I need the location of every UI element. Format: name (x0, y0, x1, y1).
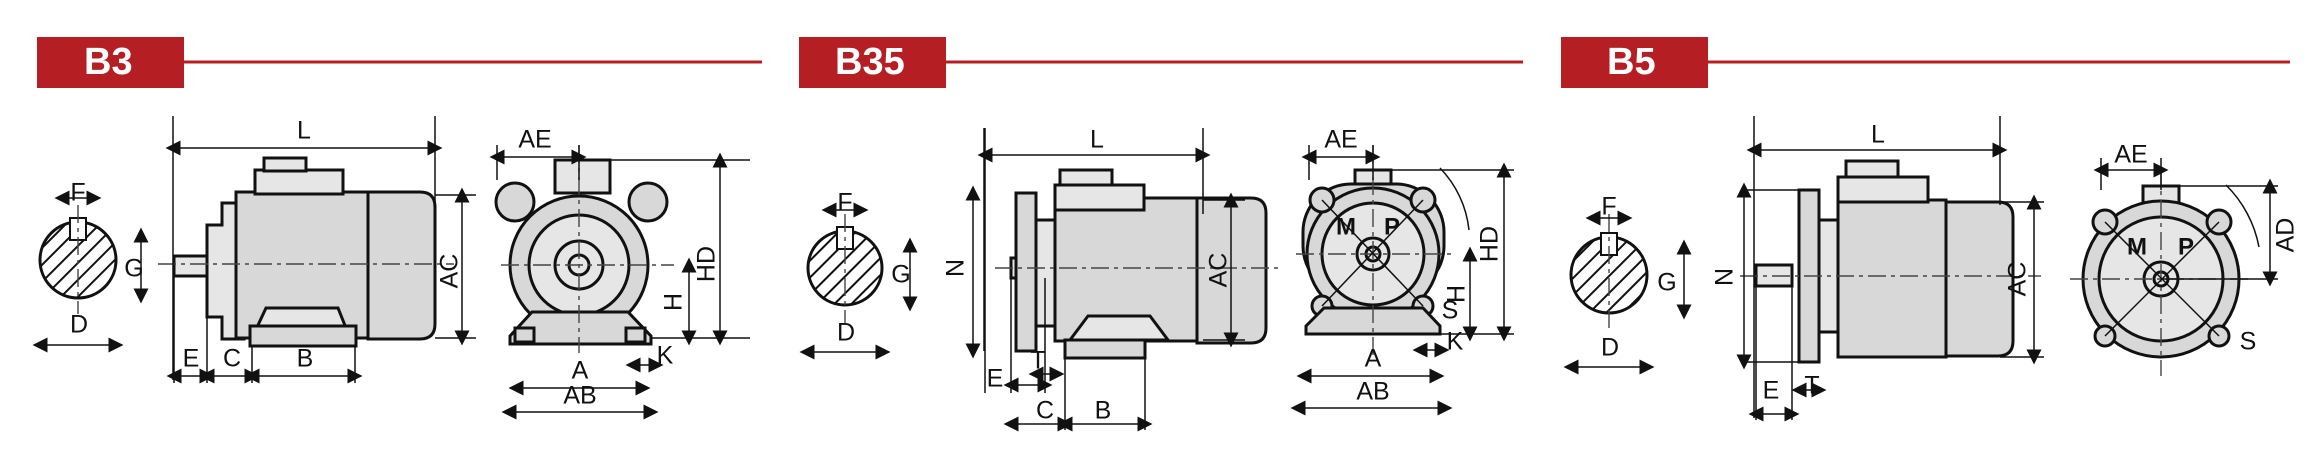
b35-terminal-cap (1058, 168, 1114, 187)
b35-flange (1014, 191, 1038, 353)
b3-shaft-section: F G D (32, 179, 149, 353)
b3-side-view: L AC E C B (158, 116, 476, 384)
b35-terminal-box (1053, 183, 1146, 212)
b35-label-h: H (1443, 285, 1471, 303)
b35-side-view: N L AC E T C B (942, 126, 1282, 432)
b3-label-ab: AB (563, 382, 596, 410)
b35-label-ac: AC (1205, 253, 1233, 288)
b3-label-ae: AE (518, 126, 551, 154)
b5-shaft-section: F G D (1563, 193, 1692, 375)
b3-label-b: B (297, 345, 314, 373)
b35-label-hd: HD (1476, 226, 1504, 262)
b3-badge (37, 37, 184, 88)
b3-label-c: C (223, 345, 241, 373)
b3-front-feet (508, 310, 653, 346)
b5-terminal-cap (1844, 159, 1900, 179)
b5-front-view: M P S AE AD (2070, 141, 2300, 376)
b35-label-t: T (1030, 347, 1045, 375)
b35-label-l: L (1090, 126, 1104, 154)
b3-label-hd: HD (693, 246, 721, 282)
b35-label-d: D (837, 319, 855, 347)
b3-left-lifting-eye (494, 181, 536, 223)
b35-label-p: P (1384, 213, 1400, 240)
b5-label-s: S (2240, 328, 2257, 356)
b3-label-g: G (124, 255, 143, 283)
b35-badge (799, 37, 946, 88)
b3-label-k: K (657, 342, 674, 370)
b35-foot (1067, 314, 1171, 342)
b5-badge (1561, 37, 1708, 88)
b3-front-terminal-box (553, 158, 612, 195)
b5-label-p: P (2178, 233, 2194, 260)
b3-fan-cover (366, 190, 437, 341)
b5-label-ad: AD (2272, 218, 2300, 253)
b35-label-c: C (1036, 397, 1054, 425)
b35-label-e: E (987, 365, 1004, 393)
b35-foot-base (1063, 338, 1147, 360)
b3-section: B3 F G D L (32, 37, 762, 420)
b5-label-d: D (1601, 334, 1619, 362)
b5-side-view: L N AC E T (1711, 116, 2044, 422)
b3-label-d: D (70, 311, 88, 339)
b5-label-ac: AC (2004, 262, 2032, 297)
b35-shaft-section: F G D (799, 189, 918, 360)
b3-terminal-cap (262, 156, 308, 173)
b5-label-m: M (2127, 233, 2147, 260)
b35-badge-label: B35 (835, 41, 905, 83)
b3-front-right-foot-hole (624, 326, 647, 344)
b35-label-ab: AB (1356, 378, 1389, 406)
b3-terminal-box (253, 168, 345, 196)
b3-shaft (172, 254, 209, 278)
b35-front-hub (1355, 236, 1391, 272)
b3-label-ac: AC (436, 254, 464, 289)
b3-label-l: L (297, 117, 311, 145)
b5-section: B5 F G D L (1561, 37, 2300, 422)
b3-label-h: H (660, 293, 688, 311)
b35-front-view: M P AE HD H S A AB K (1290, 126, 1514, 416)
b3-front-left-foot-hole (513, 326, 536, 344)
b3-badge-label: B3 (84, 41, 133, 83)
b3-label-a: A (572, 357, 589, 385)
b5-label-g: G (1657, 269, 1676, 297)
b35-label-m: M (1336, 213, 1356, 240)
b5-label-f: F (1601, 193, 1616, 221)
b35-pitch-arc (1439, 167, 1470, 231)
b35-label-k: K (1447, 328, 1464, 356)
b35-pitch-line-b (1321, 199, 1424, 307)
b35-label-g: G (891, 261, 910, 289)
b3-foot-base (248, 324, 358, 348)
b5-stator-body (1836, 198, 1948, 359)
b5-terminal-box (1836, 175, 1930, 204)
b5-label-t: T (1804, 372, 1819, 400)
b5-badge-label: B5 (1607, 41, 1656, 83)
b35-label-ae: AE (1324, 126, 1357, 154)
b35-label-b: B (1095, 397, 1112, 425)
b35-label-a: A (1365, 345, 1382, 373)
b3-front-view: AE HD H A AB K (489, 126, 750, 420)
b35-label-f: F (837, 189, 852, 217)
b5-label-l: L (1871, 121, 1885, 149)
b5-label-n: N (1711, 268, 1739, 286)
b35-label-n: N (942, 259, 970, 277)
b5-label-e: E (1763, 377, 1780, 405)
b3-label-e: E (183, 345, 200, 373)
b35-section: B35 F G D N (799, 37, 1523, 432)
b5-label-ae: AE (2114, 141, 2147, 169)
b3-right-lifting-eye (627, 181, 669, 223)
b35-label-s: S (1442, 297, 1459, 325)
b3-label-f: F (70, 179, 85, 207)
b5-fan-cover (1944, 200, 2015, 358)
b5-pitch-arc (2225, 184, 2260, 248)
